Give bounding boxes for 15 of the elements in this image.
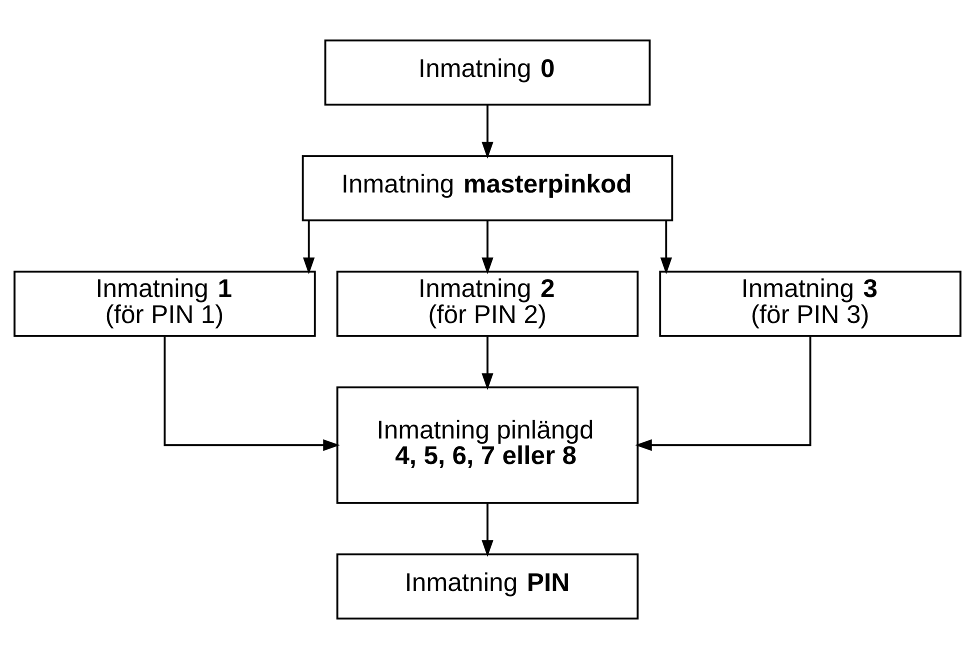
node-box: Inmatning masterpinkod xyxy=(302,155,674,222)
arrow xyxy=(164,336,340,451)
arrow xyxy=(302,220,315,274)
arrow xyxy=(482,220,494,274)
node-box: Inmatning 0 xyxy=(324,39,651,106)
arrow xyxy=(482,104,494,159)
node-box: Inmatning PIN xyxy=(336,553,639,620)
node-box: Inmatning 3 (för PIN 3) xyxy=(659,270,962,337)
arrow xyxy=(482,503,494,557)
arrow xyxy=(482,336,494,390)
node-box: Inmatning 2 (för PIN 2) xyxy=(336,270,639,337)
node-box: Inmatning pinlängd 4, 5, 6, 7 eller 8 xyxy=(336,386,639,504)
node-box: Inmatning 1 (för PIN 1) xyxy=(14,270,316,337)
arrow xyxy=(635,336,812,451)
arrow xyxy=(660,220,672,274)
